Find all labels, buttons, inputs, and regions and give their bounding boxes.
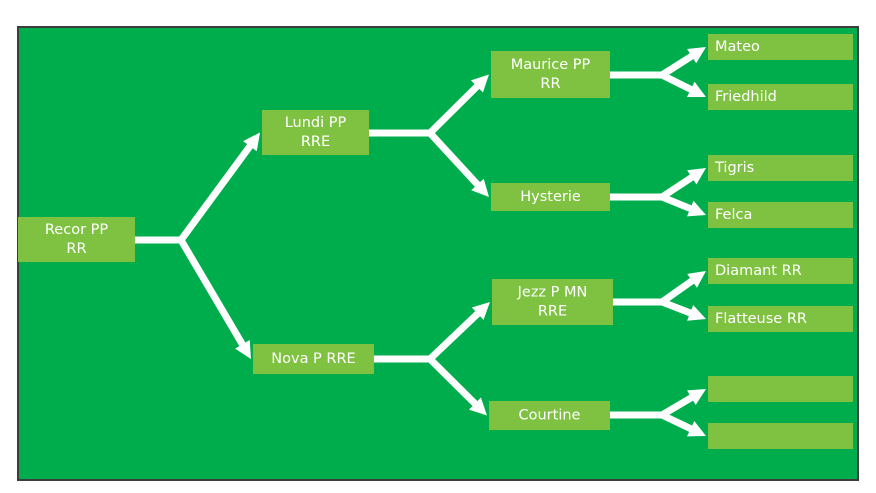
edge-hysterie-felca — [660, 193, 706, 217]
node-box[interactable] — [708, 306, 853, 332]
node-friedhild[interactable]: Friedhild — [708, 84, 853, 110]
node-label: Felca — [715, 207, 752, 223]
node-box[interactable] — [491, 51, 610, 98]
node-flatteuse[interactable]: Flatteuse RR — [708, 306, 853, 332]
node-box[interactable] — [253, 344, 374, 374]
node-leaf-empty-2[interactable] — [708, 423, 853, 449]
node-label: RR — [66, 241, 86, 257]
node-box[interactable] — [708, 423, 853, 449]
node-felca[interactable]: Felca — [708, 202, 853, 228]
node-label: Jezz P MN — [517, 285, 588, 301]
node-label: Lundi PP — [285, 115, 347, 131]
node-maurice[interactable]: Maurice PP RR — [491, 51, 610, 98]
edge-lundi-maurice — [369, 74, 489, 137]
node-courtine[interactable]: Courtine — [489, 401, 610, 430]
node-tigris[interactable]: Tigris — [708, 155, 853, 181]
node-lundi[interactable]: Lundi PP RRE — [262, 110, 369, 155]
node-label: Diamant RR — [715, 263, 802, 279]
node-label: Hysterie — [520, 189, 581, 205]
edge-recor-nova — [177, 238, 251, 359]
node-box[interactable] — [492, 279, 613, 325]
edge-courtine-empty2 — [660, 411, 706, 437]
node-box[interactable] — [708, 376, 853, 402]
node-label: RR — [540, 76, 560, 92]
node-box[interactable] — [708, 155, 853, 181]
node-diamant[interactable]: Diamant RR — [708, 258, 853, 284]
node-label: Flatteuse RR — [715, 311, 807, 327]
edges-layer — [135, 47, 706, 437]
node-label: Mateo — [715, 39, 760, 55]
edge-courtine-empty1 — [610, 389, 706, 419]
node-label: Friedhild — [715, 89, 777, 105]
node-label: Courtine — [519, 408, 581, 424]
node-recor[interactable]: Recor PP RR — [18, 217, 135, 262]
node-mateo[interactable]: Mateo — [708, 34, 853, 60]
node-label: Recor PP — [45, 222, 109, 238]
node-box[interactable] — [708, 34, 853, 60]
node-jezz[interactable]: Jezz P MN RRE — [492, 279, 613, 325]
node-hysterie[interactable]: Hysterie — [491, 183, 610, 211]
edge-recor-lundi — [135, 132, 260, 244]
edge-nova-jezz — [374, 302, 490, 363]
node-label: Maurice PP — [511, 57, 591, 73]
node-box[interactable] — [262, 110, 369, 155]
node-box[interactable] — [18, 217, 135, 262]
nodes-layer: Recor PP RR Lundi PP RRE Nova P RRE Maurice P… — [18, 34, 853, 449]
node-box[interactable] — [708, 258, 853, 284]
node-box[interactable] — [708, 84, 853, 110]
edge-maurice-friedhild — [660, 71, 706, 97]
node-box[interactable] — [489, 401, 610, 430]
node-box[interactable] — [708, 202, 853, 228]
node-label: Nova P RRE — [271, 351, 355, 367]
node-label: RRE — [538, 304, 567, 320]
node-label: RRE — [301, 134, 330, 150]
node-leaf-empty-1[interactable] — [708, 376, 853, 402]
edge-jezz-flatteuse — [660, 298, 706, 321]
edge-nova-courtine — [427, 356, 487, 416]
edge-jezz-diamant — [613, 271, 706, 306]
edge-lundi-hysterie — [427, 130, 489, 197]
node-nova[interactable]: Nova P RRE — [253, 344, 374, 374]
node-label: Tigris — [714, 160, 754, 176]
edge-maurice-mateo — [610, 47, 706, 79]
node-box[interactable] — [491, 183, 610, 211]
edge-hysterie-tigris — [610, 168, 706, 201]
